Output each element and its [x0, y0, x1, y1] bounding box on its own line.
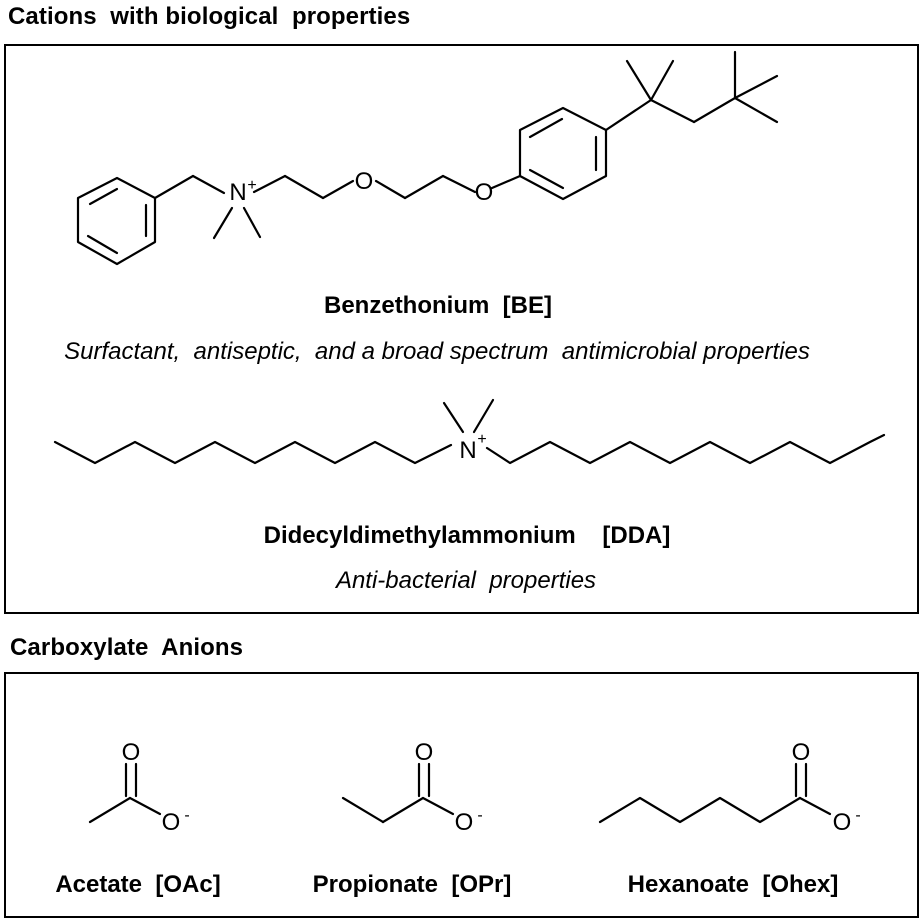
dda-name: Didecyldimethylammonium [DDA]: [264, 522, 671, 549]
propionate-carbonyl-oxygen-label: O: [415, 739, 434, 766]
dda-description: Anti-bacterial properties: [334, 567, 596, 594]
acetate-name: Acetate [OAc]: [55, 871, 220, 898]
n-methyl-bond-1: [212, 206, 234, 240]
hexanoate-anionic-oxygen-label: O: [833, 809, 852, 836]
hexanoate-chain: [598, 796, 802, 824]
acetate-structure: O O -: [88, 739, 190, 836]
n-chain-bond: [252, 174, 287, 194]
hexanoate-carbonyl-oxygen-label: O: [792, 739, 811, 766]
propionate-structure: O O -: [341, 739, 483, 836]
ring-quaternary-carbon-bond: [604, 98, 653, 132]
benzethonium-nitrogen-label: N: [229, 179, 246, 206]
anions-panel: [4, 672, 919, 918]
benzethonium-nitrogen-charge: +: [247, 177, 256, 194]
benzyl-ring: [76, 176, 157, 266]
benzyl-ch2-bond: [153, 174, 195, 200]
hexanoate-name: Hexanoate [Ohex]: [628, 871, 839, 898]
anions-section-title: Carboxylate Anions: [10, 634, 244, 661]
ch2-n-bond: [191, 174, 226, 195]
phenoxy-oxygen-label: O: [475, 179, 494, 206]
dda-right-decyl-chain: [485, 433, 886, 465]
dda-nitrogen-charge: +: [477, 431, 486, 448]
benzyl-ring-inner-bonds: [86, 187, 148, 255]
benzethonium-description: Surfactant, antiseptic, and a broad spec…: [64, 338, 810, 365]
hexanoate-negative-charge: -: [855, 807, 860, 824]
cations-section-title: Cations with biological properties: [8, 3, 411, 30]
dda-nitrogen-label: N: [459, 437, 476, 464]
cations-panel: [4, 44, 919, 614]
dda-left-decyl-chain: [53, 440, 453, 465]
phenoxy-ring: [518, 106, 608, 201]
acetate-anionic-oxygen-label: O: [162, 809, 181, 836]
propionate-anionic-oxygen-label: O: [455, 809, 474, 836]
hexanoate-structure: O O -: [598, 739, 861, 836]
acetate-negative-charge: -: [184, 807, 189, 824]
ether-oxygen-label: O: [355, 168, 374, 195]
phenoxy-ring-inner-bonds: [528, 117, 598, 190]
dda-structure: N +: [53, 398, 886, 465]
acetate-carbonyl-oxygen-label: O: [122, 739, 141, 766]
benzethonium-structure: N + O O: [76, 50, 779, 266]
benzethonium-name: Benzethonium [BE]: [324, 292, 552, 319]
propionate-negative-charge: -: [477, 807, 482, 824]
n-methyl-bond-2: [242, 206, 262, 239]
dda-n-methyl-bond-1: [442, 401, 465, 434]
dda-n-methyl-bond-2: [472, 398, 495, 434]
propionate-name: Propionate [OPr]: [313, 871, 512, 898]
